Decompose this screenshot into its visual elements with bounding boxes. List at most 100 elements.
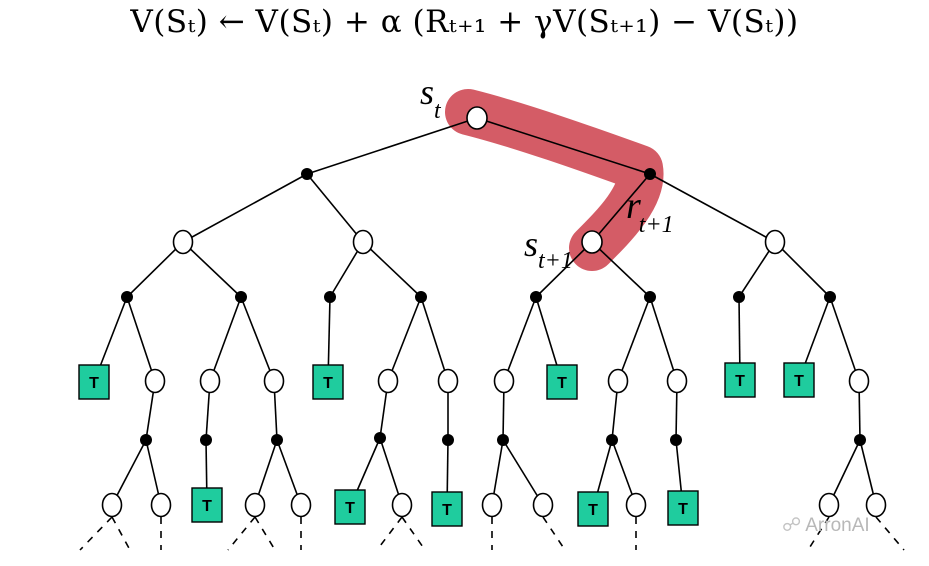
tree-edge bbox=[591, 241, 651, 298]
terminal-label: T bbox=[794, 373, 804, 390]
action-node bbox=[200, 434, 212, 446]
action-node bbox=[140, 434, 152, 446]
action-node bbox=[670, 434, 682, 446]
state-node bbox=[352, 229, 374, 255]
terminal-node: T bbox=[546, 364, 578, 400]
terminal-node: T bbox=[783, 362, 815, 398]
action-node bbox=[497, 434, 509, 446]
wechat-icon: ☍ bbox=[782, 515, 802, 536]
state-node bbox=[493, 368, 515, 394]
action-node bbox=[235, 291, 247, 303]
state-node bbox=[666, 368, 688, 394]
continuation-dashes bbox=[79, 516, 905, 551]
continuation-dash bbox=[111, 516, 131, 551]
state-node bbox=[764, 229, 786, 255]
action-node bbox=[324, 291, 336, 303]
continuation-dash bbox=[79, 516, 113, 551]
tree-edge bbox=[306, 173, 364, 243]
state-node bbox=[150, 492, 172, 518]
continuation-dash bbox=[875, 516, 905, 551]
terminal-node: T bbox=[431, 491, 463, 527]
state-node bbox=[290, 492, 312, 518]
tree-edge bbox=[502, 439, 544, 506]
action-node bbox=[606, 434, 618, 446]
action-node bbox=[301, 168, 313, 180]
terminal-node: T bbox=[334, 489, 366, 525]
td-update-equation: V(Sₜ) ← V(Sₜ) + α (Rₜ₊₁ + γV(Sₜ₊₁) − V(S… bbox=[130, 4, 799, 40]
terminal-node: T bbox=[78, 364, 110, 400]
tree-edge bbox=[420, 296, 449, 382]
action-node bbox=[854, 434, 866, 446]
tree-edge bbox=[306, 117, 478, 175]
action-node bbox=[374, 432, 386, 444]
tree-edge bbox=[649, 296, 678, 382]
tree-edge bbox=[774, 241, 831, 298]
state-node bbox=[818, 492, 840, 518]
td-backup-highlight bbox=[445, 89, 664, 271]
tree-edge bbox=[828, 439, 861, 506]
action-node bbox=[733, 291, 745, 303]
action-node bbox=[415, 291, 427, 303]
label-s-t: st bbox=[420, 72, 442, 124]
state-node bbox=[377, 368, 399, 394]
state-node bbox=[466, 106, 488, 130]
continuation-dash bbox=[227, 516, 256, 551]
tree-edge bbox=[535, 241, 593, 298]
watermark-text: ArronAI bbox=[805, 514, 870, 536]
action-node bbox=[824, 291, 836, 303]
state-node bbox=[391, 492, 413, 518]
continuation-dash bbox=[401, 516, 426, 551]
tree-edge bbox=[829, 296, 860, 382]
tree-edge bbox=[591, 173, 651, 243]
continuation-dash bbox=[376, 516, 403, 551]
state-node bbox=[865, 492, 887, 518]
terminal-label: T bbox=[345, 500, 355, 517]
action-node bbox=[644, 168, 656, 180]
tree-edge bbox=[476, 117, 651, 175]
terminal-node: T bbox=[312, 364, 344, 400]
terminal-label: T bbox=[323, 375, 333, 392]
terminal-label: T bbox=[202, 498, 212, 515]
tree-edge bbox=[617, 296, 651, 382]
terminal-label: T bbox=[442, 502, 452, 519]
terminal-label: T bbox=[588, 502, 598, 519]
tree-edge bbox=[126, 296, 156, 382]
tree-edge bbox=[649, 173, 776, 243]
tree-edge bbox=[182, 173, 308, 243]
state-node bbox=[607, 368, 629, 394]
terminal-node: T bbox=[724, 362, 756, 398]
terminal-label: T bbox=[735, 373, 745, 390]
action-node bbox=[442, 434, 454, 446]
state-node bbox=[481, 492, 503, 518]
label-r-t-plus-1: rt+1 bbox=[626, 185, 674, 238]
state-node bbox=[244, 492, 266, 518]
action-node bbox=[271, 434, 283, 446]
state-node bbox=[848, 368, 870, 394]
state-node bbox=[144, 368, 166, 394]
state-node bbox=[581, 230, 603, 254]
tree-edge bbox=[182, 241, 242, 298]
terminal-label: T bbox=[557, 375, 567, 392]
terminal-label: T bbox=[89, 375, 99, 392]
state-node bbox=[625, 492, 647, 518]
tree-edge bbox=[503, 296, 537, 382]
action-node bbox=[121, 291, 133, 303]
tree-edge bbox=[240, 296, 275, 382]
state-node bbox=[172, 229, 194, 255]
state-node bbox=[199, 368, 221, 394]
label-s-t-plus-1: st+1 bbox=[524, 224, 573, 274]
continuation-dash bbox=[807, 516, 830, 551]
state-node bbox=[101, 492, 123, 518]
state-node bbox=[437, 368, 459, 394]
tree-edge bbox=[111, 439, 147, 506]
tree-nodes: T T T T T T T T T T bbox=[78, 106, 887, 527]
action-node bbox=[530, 291, 542, 303]
terminal-node: T bbox=[667, 490, 699, 526]
tree-edge bbox=[387, 296, 422, 382]
watermark: ☍ ArronAI bbox=[782, 514, 870, 537]
terminal-node: T bbox=[191, 487, 223, 523]
terminal-label: T bbox=[678, 501, 688, 518]
state-node bbox=[263, 368, 285, 394]
continuation-dash bbox=[542, 516, 566, 551]
